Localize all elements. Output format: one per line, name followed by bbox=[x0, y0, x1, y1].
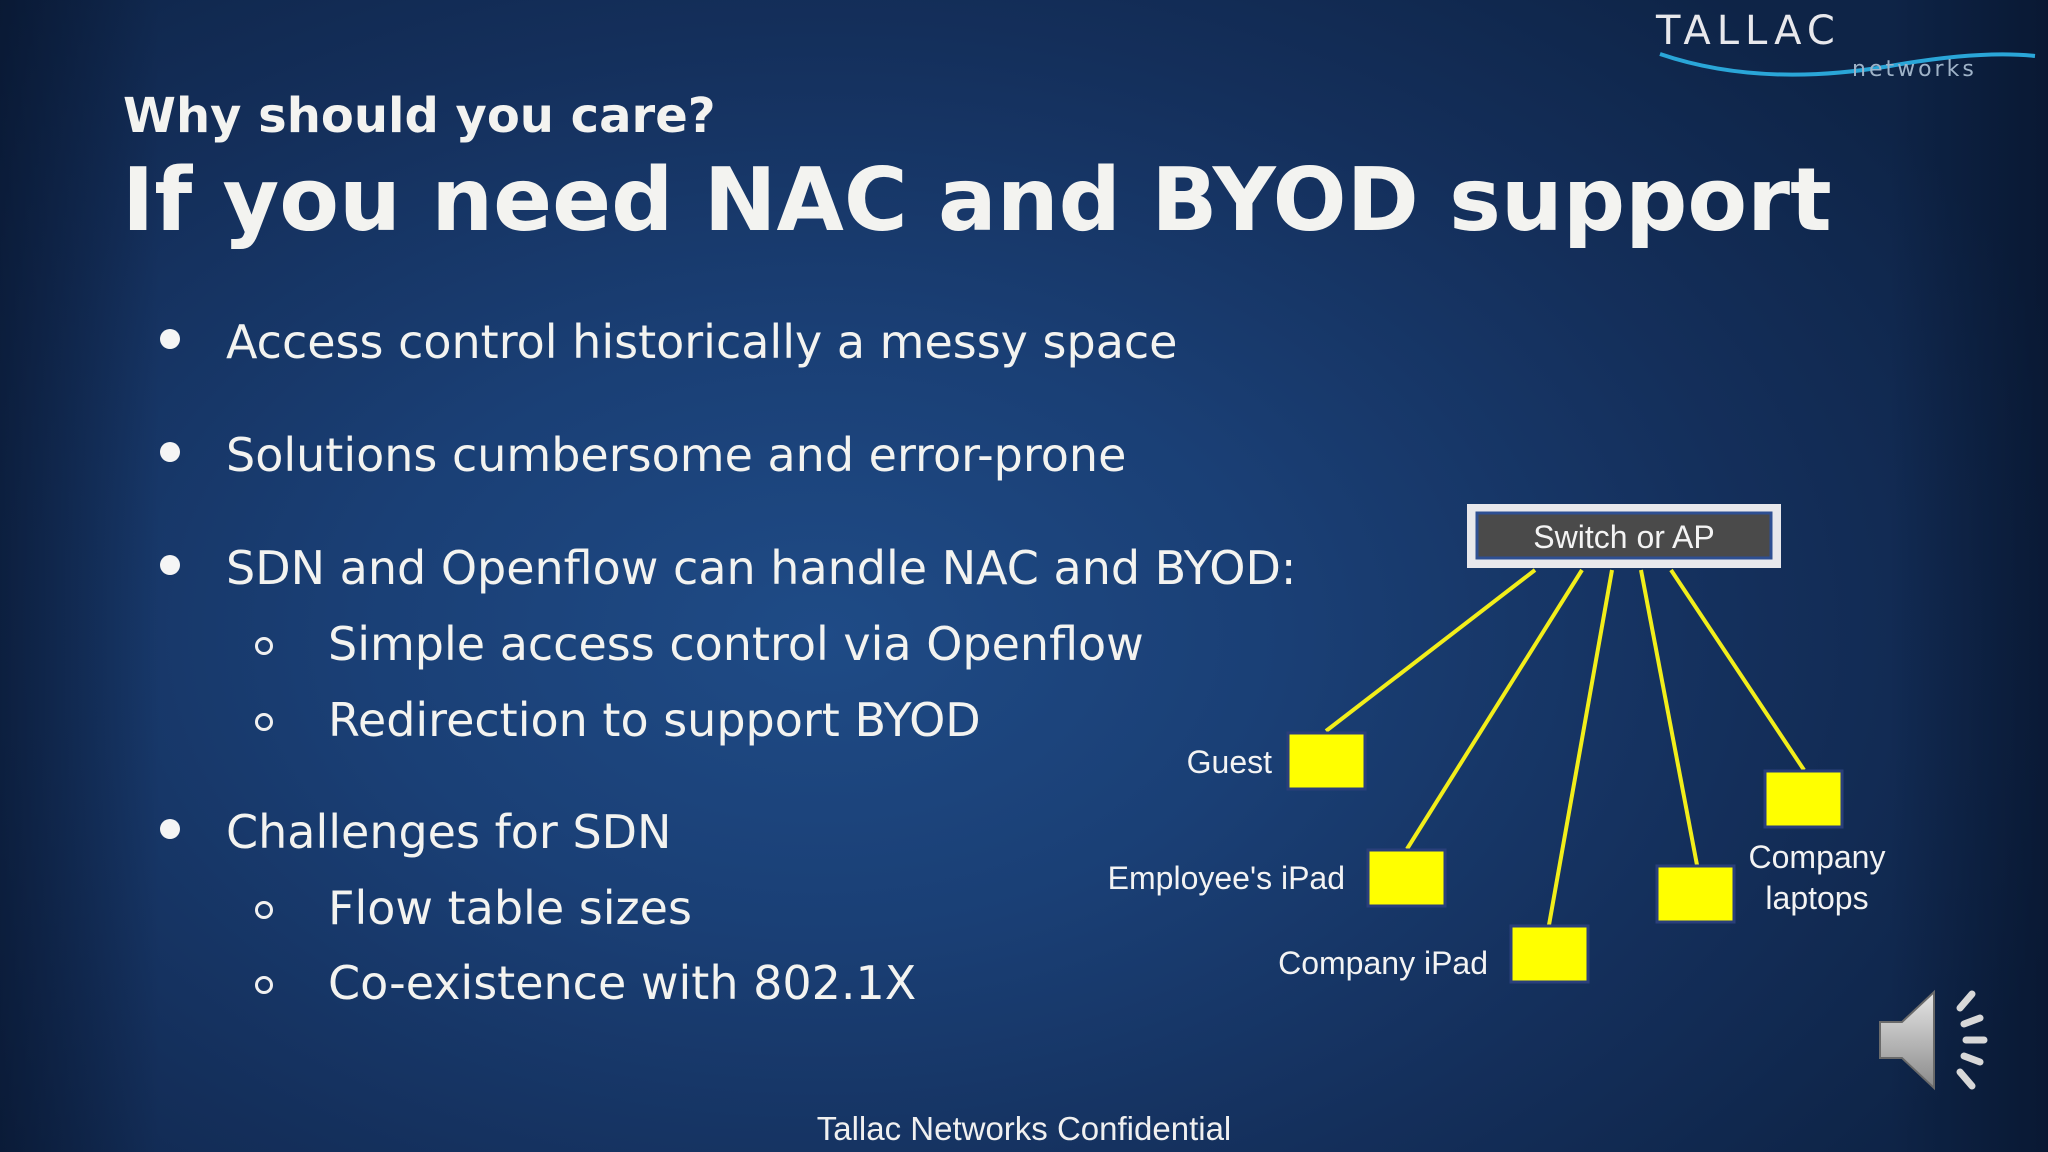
label-employee-ipad: Employee's iPad bbox=[1108, 860, 1345, 896]
switch-label: Switch or AP bbox=[1533, 519, 1714, 555]
bullet-dot-icon bbox=[160, 555, 180, 575]
sub-bullet-text: Flow table sizes bbox=[328, 881, 692, 935]
bullet-dot-icon bbox=[160, 442, 180, 462]
link-company-laptop-upper bbox=[1669, 568, 1806, 772]
bullet-item: Access control historically a messy spac… bbox=[160, 315, 1178, 369]
device-nodes bbox=[1286, 731, 1844, 984]
sub-bullet-circle-icon bbox=[255, 976, 273, 994]
speaker-icon[interactable] bbox=[1872, 980, 2012, 1100]
sub-bullet-text: Simple access control via Openflow bbox=[328, 617, 1144, 671]
bullet-item: Challenges for SDN bbox=[160, 805, 672, 859]
sub-bullet-item: Flow table sizes bbox=[255, 881, 692, 935]
device-employee-ipad bbox=[1366, 848, 1447, 908]
device-company-ipad bbox=[1509, 924, 1590, 984]
footer-confidential: Tallac Networks Confidential bbox=[816, 1110, 1232, 1147]
device-company-laptop-lower bbox=[1655, 864, 1736, 924]
device-guest bbox=[1286, 731, 1367, 791]
sub-bullet-circle-icon bbox=[255, 901, 273, 919]
sub-bullet-circle-icon bbox=[255, 637, 273, 655]
link-company-laptop-lower bbox=[1639, 569, 1699, 866]
sub-bullet-item: Redirection to support BYOD bbox=[255, 693, 981, 747]
logo-swoosh bbox=[1659, 52, 2036, 77]
slide-subtitle: Why should you care? bbox=[123, 88, 716, 144]
bullet-dot-icon bbox=[160, 329, 180, 349]
sub-bullet-item: Co-existence with 802.1X bbox=[255, 956, 917, 1010]
label-company-ipad: Company iPad bbox=[1278, 945, 1488, 981]
bullet-item: SDN and Openflow can handle NAC and BYOD… bbox=[160, 541, 1297, 595]
label-company-laptops-line1: Company bbox=[1749, 839, 1886, 875]
logo-brand: TALLAC bbox=[1655, 8, 1841, 54]
link-employee-ipad bbox=[1405, 568, 1584, 851]
bullet-text: Challenges for SDN bbox=[226, 805, 672, 859]
logo-tagline: networks bbox=[1852, 57, 1977, 82]
sub-bullet-item: Simple access control via Openflow bbox=[255, 617, 1144, 671]
switch-body bbox=[1475, 511, 1773, 560]
switch-node: Switch or AP bbox=[1467, 504, 1781, 568]
diagram-links bbox=[1324, 568, 1806, 926]
sub-bullet-text: Co-existence with 802.1X bbox=[328, 956, 917, 1010]
link-guest bbox=[1324, 568, 1537, 733]
bullet-item: Solutions cumbersome and error-prone bbox=[160, 428, 1127, 482]
bullet-dot-icon bbox=[160, 819, 180, 839]
tallac-logo: TALLAC networks bbox=[1655, 8, 2036, 82]
bullet-text: Solutions cumbersome and error-prone bbox=[226, 428, 1127, 482]
sub-bullet-text: Redirection to support BYOD bbox=[328, 693, 981, 747]
bullet-text: SDN and Openflow can handle NAC and BYOD… bbox=[226, 541, 1297, 595]
label-guest: Guest bbox=[1187, 744, 1272, 780]
label-company-laptops-line2: laptops bbox=[1765, 880, 1868, 916]
bullet-text: Access control historically a messy spac… bbox=[226, 315, 1178, 369]
link-company-ipad bbox=[1547, 569, 1614, 926]
sub-bullet-circle-icon bbox=[255, 713, 273, 731]
slide-title: If you need NAC and BYOD support bbox=[122, 149, 1832, 251]
device-company-laptop-upper bbox=[1763, 769, 1844, 829]
